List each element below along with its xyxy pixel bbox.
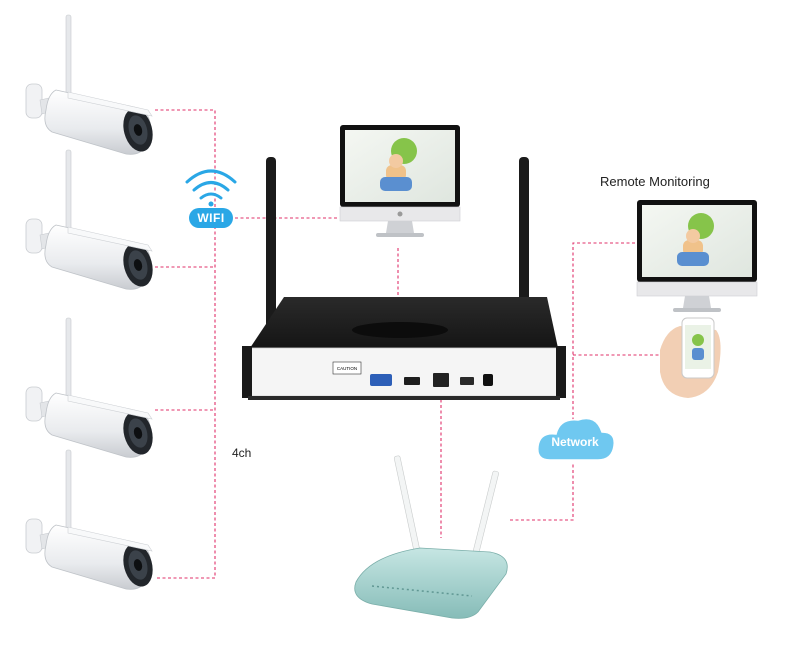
network-label: Network: [551, 435, 599, 449]
hdmi-port: [404, 377, 420, 385]
desktop-monitor: [339, 124, 461, 238]
camera-1: [25, 14, 158, 156]
remote-screen-image: [677, 213, 714, 266]
camera-2: [25, 149, 158, 291]
usb-port: [460, 377, 474, 385]
bullet-camera-icon: [25, 317, 158, 459]
router-antenna-right: [471, 470, 499, 562]
cloud-icon: [537, 417, 615, 461]
bullet-camera-icon: [25, 149, 158, 291]
router-body: [354, 547, 508, 619]
nvr-recorder: CAUTION: [242, 157, 566, 400]
smartphone-icon: [660, 317, 721, 398]
camera-3: [25, 317, 158, 459]
lan-port: [433, 373, 449, 387]
vga-port: [370, 374, 392, 386]
wifi-badge: WIFI: [189, 208, 233, 228]
caution-label: [332, 361, 362, 375]
bullet-camera-icon: [25, 449, 158, 591]
router-antenna-left: [393, 455, 421, 553]
camera-bus-line: [155, 109, 216, 579]
router-leds: [371, 585, 473, 597]
apple-logo-icon: [397, 211, 403, 217]
caution-text: CAUTION: [337, 366, 357, 371]
router-to-network-line: [510, 462, 574, 521]
camera-4: [25, 449, 158, 591]
power-port: [483, 374, 493, 386]
remote-monitor: [636, 199, 758, 313]
wireless-router: [354, 455, 508, 619]
channel-count-label: 4ch: [232, 446, 252, 460]
network-to-monitor-line: [572, 242, 635, 426]
nvr-back-panel: [247, 347, 561, 397]
remote-monitoring-label: Remote Monitoring: [600, 174, 710, 189]
screen-image: [380, 138, 417, 191]
wifi-signal-icon: [185, 169, 237, 207]
bullet-camera-icon: [25, 14, 158, 156]
